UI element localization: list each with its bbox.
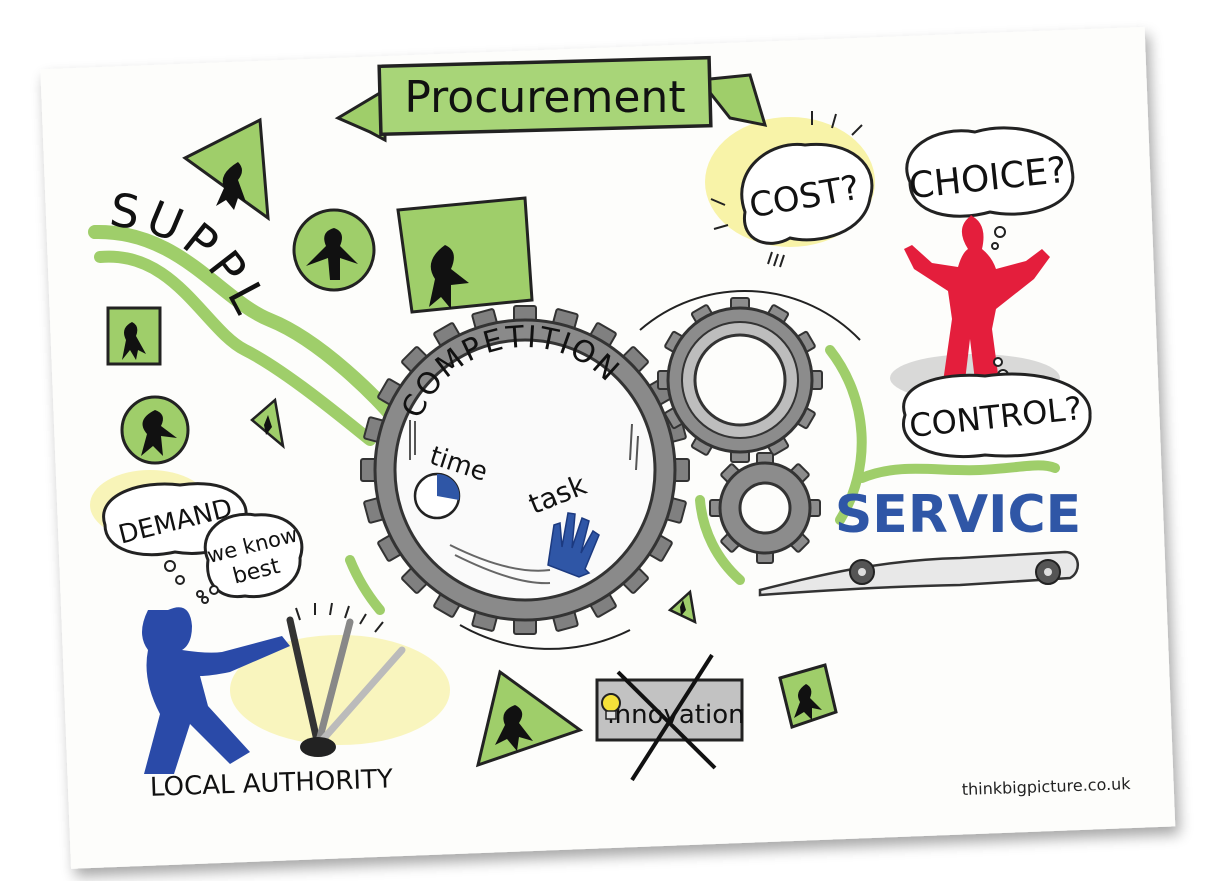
gear-icon: COMPETITION (360, 305, 690, 635)
supply-band-top (88, 224, 402, 427)
service-label: SERVICE (835, 485, 1081, 545)
person-circle-icon (292, 208, 376, 292)
glove-icon (547, 512, 600, 578)
cost-bubble: COST? (710, 111, 874, 268)
blue-person-lever-icon (142, 607, 290, 774)
cross-out-line (630, 653, 714, 782)
title-banner: Procurement (334, 55, 768, 143)
we-know-best-bubble: we know best (201, 512, 304, 604)
service-wave (857, 460, 1060, 483)
lever-gauge-icon (286, 602, 406, 757)
person-square-icon (106, 306, 162, 366)
gear-icon (657, 297, 823, 463)
skateboard-icon (758, 550, 1079, 597)
choice-bubble: CHOICE? (905, 126, 1075, 250)
person-triangle-icon (475, 669, 584, 768)
clock-pie-icon (413, 472, 461, 520)
person-square-icon (778, 663, 838, 729)
innovation-box: innovation (595, 653, 745, 782)
cross-out-line (616, 670, 717, 770)
person-circle-icon (120, 395, 190, 465)
page-title: Procurement (404, 72, 685, 123)
person-triangle-icon (667, 589, 697, 625)
gear-icon (709, 452, 821, 564)
person-triangle-icon (182, 117, 270, 222)
control-bubble: CONTROL? (902, 357, 1092, 459)
person-square-icon (396, 196, 534, 314)
person-triangle-icon (250, 397, 285, 450)
innovation-label: innovation (607, 700, 744, 730)
lightbulb-icon (601, 693, 621, 720)
supply-band-bottom (94, 250, 376, 446)
